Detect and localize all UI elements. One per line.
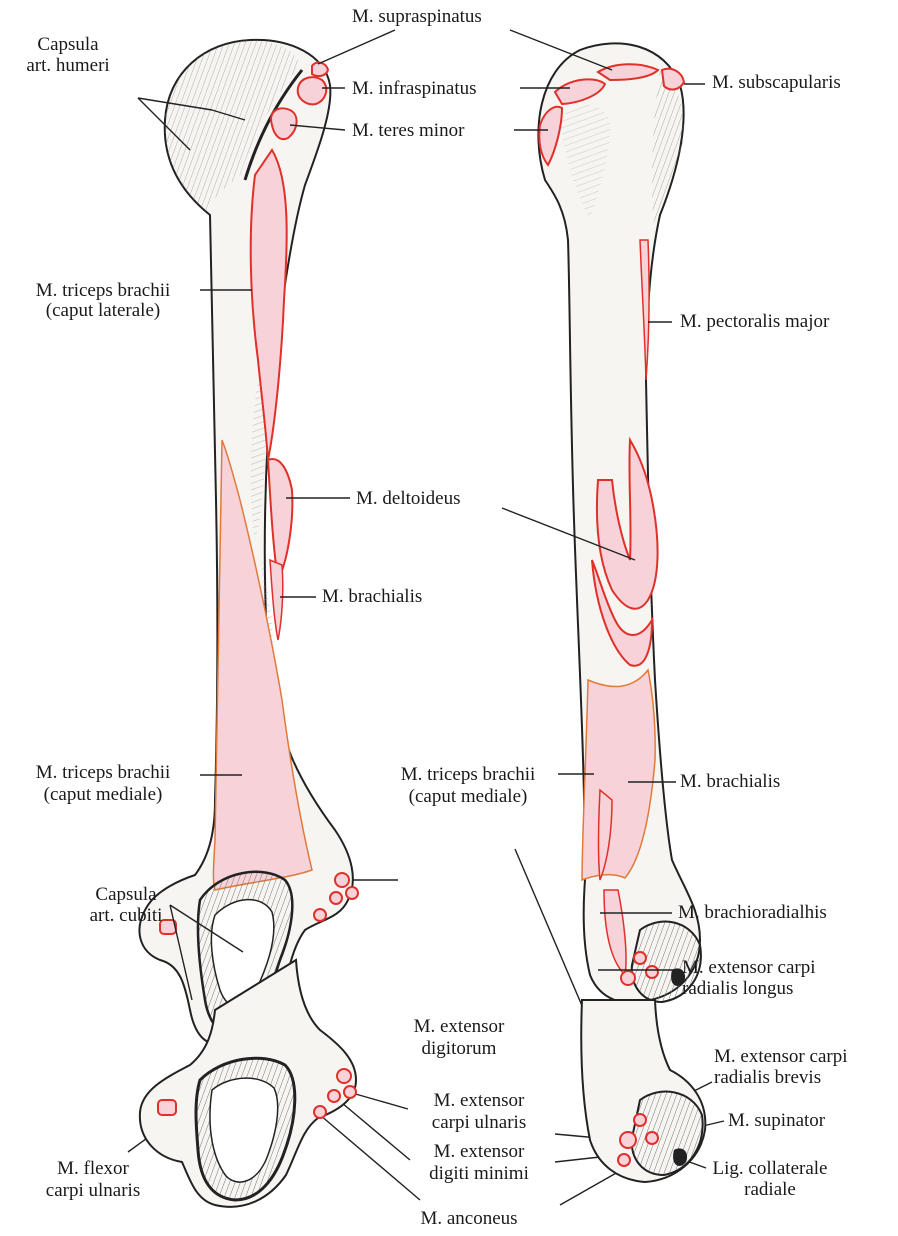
label-brachioradialis: M. brachioradialhis <box>678 902 827 923</box>
label-capsula-cubiti-2: art. cubiti <box>66 905 186 926</box>
anconeus-lat-mark <box>618 1154 630 1166</box>
leader-supraspinatus-l <box>318 30 395 64</box>
label-triceps-medial-lat-2: (caput mediale) <box>378 786 558 807</box>
label-ext-carpi-rad-longus-2: radialis longus <box>682 978 793 999</box>
ext-carpi-ulnaris-mark <box>344 1086 356 1098</box>
anconeus-mark <box>314 1106 326 1118</box>
lateral-elbow <box>581 1000 705 1182</box>
label-lig-collaterale-2: radiale <box>700 1179 840 1200</box>
label-ext-digitorum-2: digitorum <box>384 1038 534 1059</box>
label-capsula-cubiti-1: Capsula <box>66 884 186 905</box>
supraspinatus-attachment-post <box>312 63 328 77</box>
lateral-humerus <box>538 43 700 1003</box>
anconeus-attachment <box>314 909 326 921</box>
label-flexor-carpi-ulnaris-1: M. flexor <box>28 1158 158 1179</box>
label-infraspinatus: M. infraspinatus <box>352 78 477 99</box>
label-supinator: M. supinator <box>728 1110 825 1131</box>
label-supraspinatus: M. supraspinatus <box>352 6 482 27</box>
label-triceps-lateral-1: M. triceps brachii <box>8 280 198 301</box>
label-anconeus: M. anconeus <box>394 1208 544 1229</box>
extensor-digitorum-attachment <box>335 873 349 887</box>
label-ext-carpi-rad-longus-1: M. extensor carpi <box>682 957 815 978</box>
common-extensor-mark <box>620 1132 636 1148</box>
label-pectoralis-major: M. pectoralis major <box>680 311 829 332</box>
label-capsula-humeri-1: Capsula <box>8 34 128 55</box>
subscapularis-attachment <box>662 69 684 90</box>
supinator-mark <box>646 1132 658 1144</box>
label-ext-digitorum-1: M. extensor <box>384 1016 534 1037</box>
label-triceps-medial-post-2: (caput mediale) <box>8 784 198 805</box>
label-triceps-medial-post-1: M. triceps brachii <box>8 762 198 783</box>
ext-digiti-minimi-attachment <box>330 892 342 904</box>
ext-carpi-ulnaris-attachment <box>346 887 358 899</box>
ext-carpi-rad-brevis-attachment <box>634 952 646 964</box>
label-teres-minor: M. teres minor <box>352 120 464 141</box>
ext-carpi-rad-brevis-mark <box>634 1114 646 1126</box>
label-subscapularis: M. subscapularis <box>712 72 841 93</box>
label-lig-collaterale-1: Lig. collaterale <box>700 1158 840 1179</box>
supinator-attachment <box>646 966 658 978</box>
label-flexor-carpi-ulnaris-2: carpi ulnaris <box>28 1180 158 1201</box>
ext-digitorum-mark <box>337 1069 351 1083</box>
label-ext-carpi-rad-brevis-1: M. extensor carpi <box>714 1046 847 1067</box>
label-brachialis-post: M. brachialis <box>322 586 422 607</box>
label-ext-digiti-minimi-1: M. extensor <box>404 1141 554 1162</box>
label-ext-carpi-rad-brevis-2: radialis brevis <box>714 1067 821 1088</box>
common-extensor-attachment <box>621 971 635 985</box>
label-ext-carpi-ulnaris-2: carpi ulnaris <box>404 1112 554 1133</box>
label-capsula-humeri-2: art. humeri <box>8 55 128 76</box>
infraspinatus-attachment <box>298 77 327 104</box>
label-ext-carpi-ulnaris-1: M. extensor <box>404 1090 554 1111</box>
label-ext-digiti-minimi-2: digiti minimi <box>404 1163 554 1184</box>
label-deltoideus: M. deltoideus <box>356 488 461 509</box>
ext-digiti-minimi-mark <box>328 1090 340 1102</box>
label-triceps-medial-lat-1: M. triceps brachii <box>378 764 558 785</box>
flexor-carpi-ulnaris-mark <box>158 1100 176 1115</box>
teres-minor-attachment <box>271 108 296 139</box>
label-triceps-lateral-2: (caput laterale) <box>8 300 198 321</box>
label-brachialis-lat: M. brachialis <box>680 771 780 792</box>
